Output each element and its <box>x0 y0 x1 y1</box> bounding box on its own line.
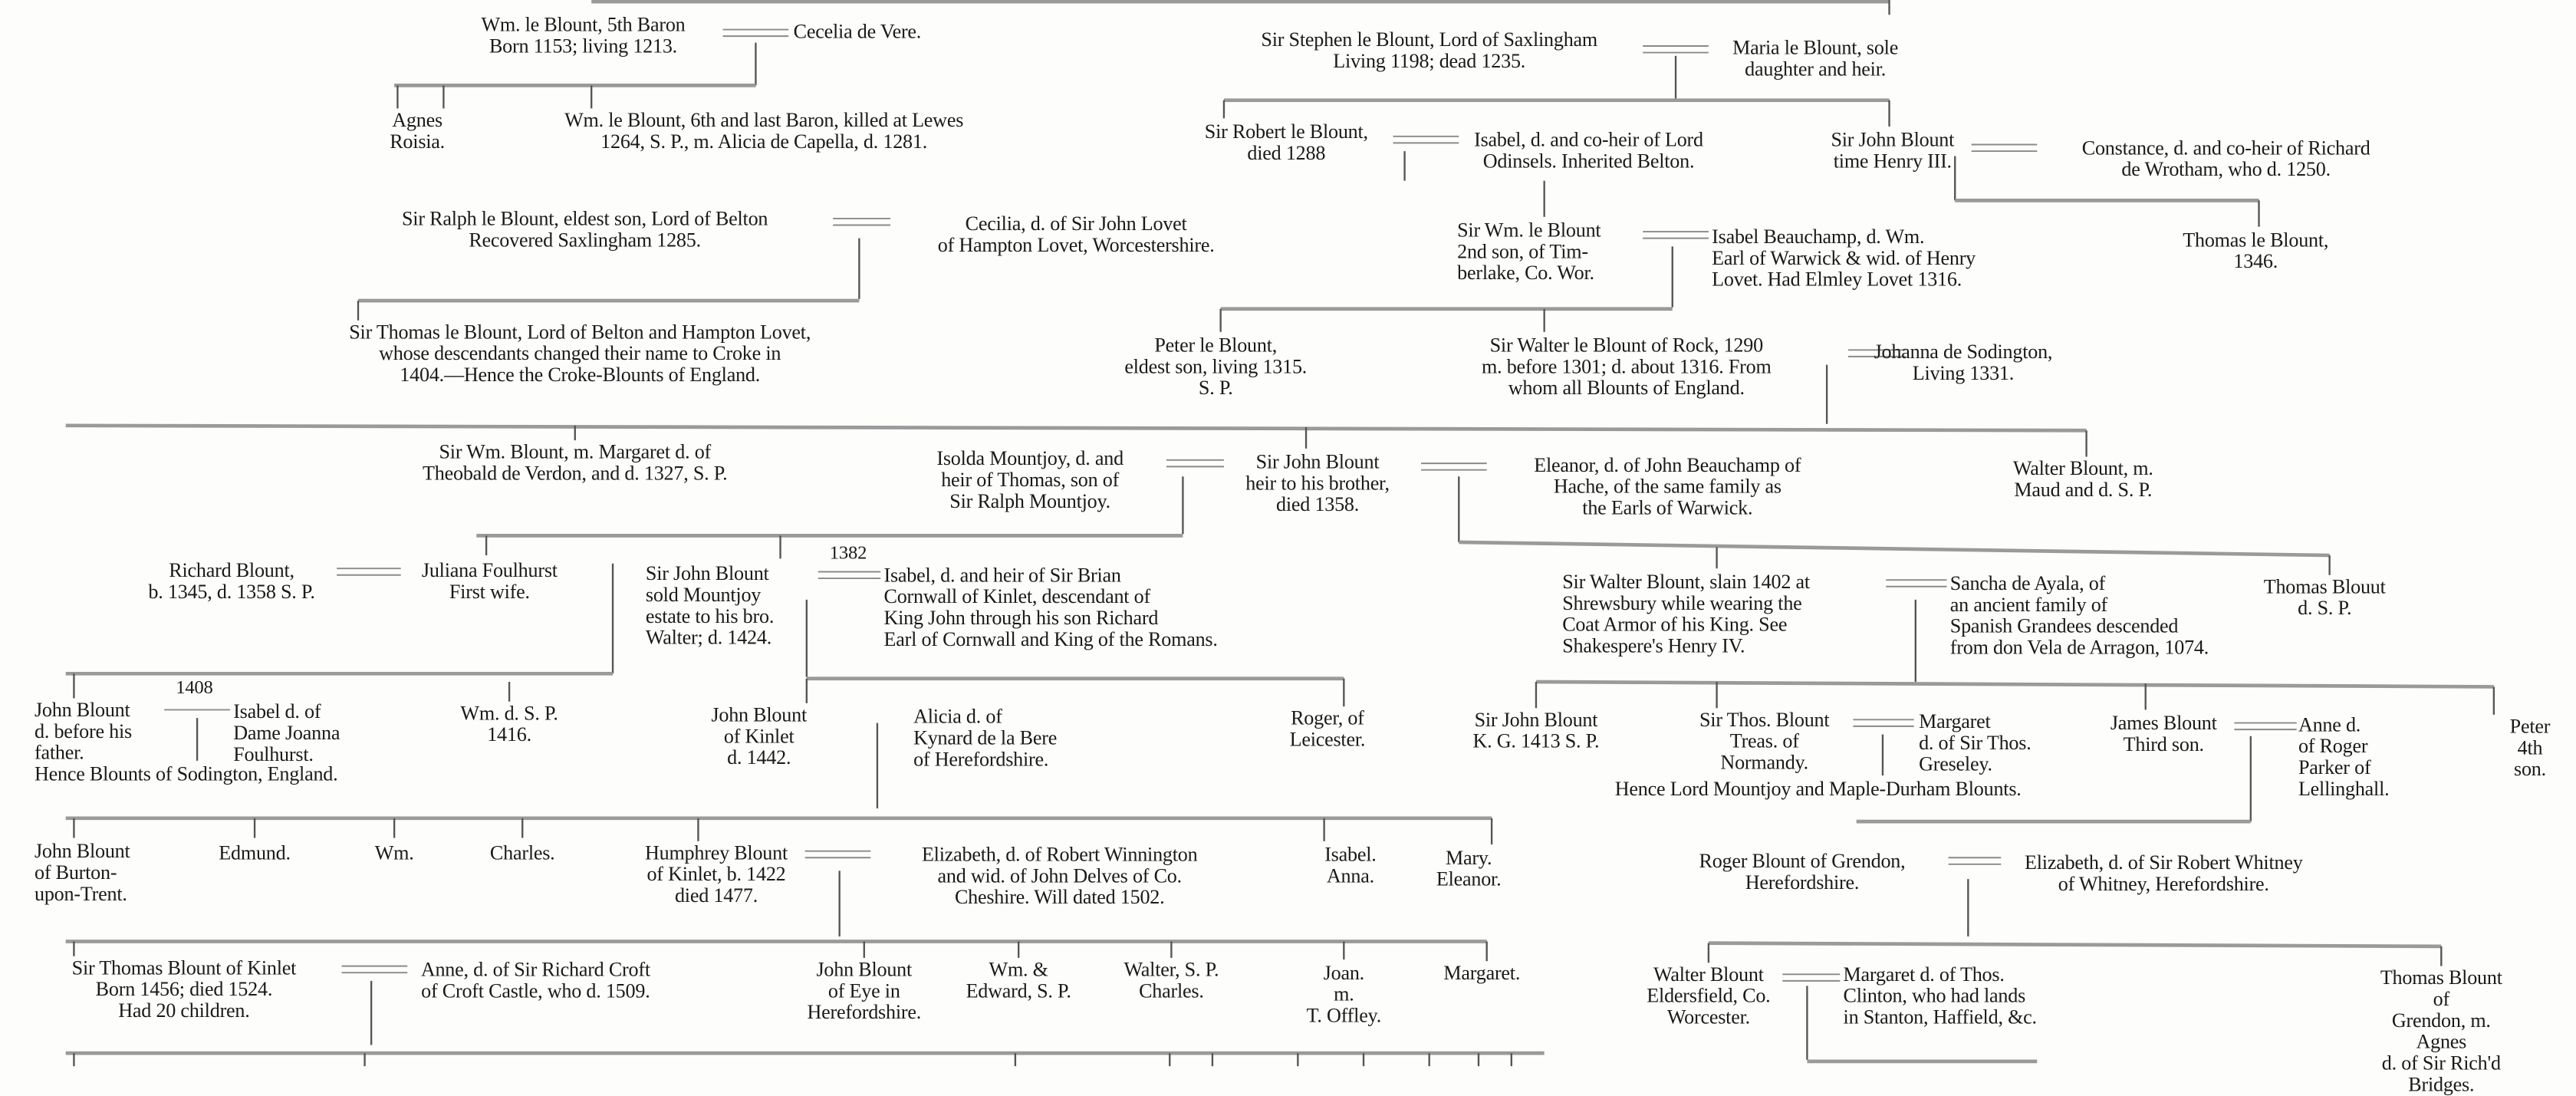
person-node: Sir Thomas Blount of Kinlet Born 1456; d… <box>71 956 297 1022</box>
person-node: John Blount of Burton- upon-Trent. <box>34 839 130 906</box>
person-node: Elizabeth, d. of Sir Robert Whitney of W… <box>2025 851 2303 896</box>
person-node: Sir Stephen le Blount, Lord of Saxlingha… <box>1261 28 1598 73</box>
person-node: Margaret d. of Sir Thos. Greseley. <box>1919 709 2032 776</box>
person-node: Sir Walter le Blount of Rock, 1290 m. be… <box>1481 333 1772 400</box>
person-node: Charles. <box>489 841 555 864</box>
person-node: Isabel, d. and co-heir of Lord Odinsels.… <box>1474 128 1703 173</box>
person-node: Isolda Mountjoy, d. and heir of Thomas, … <box>936 446 1124 513</box>
person-node: Elizabeth, d. of Robert Winnington and w… <box>921 842 1198 909</box>
person-node: Sancha de Ayala, of an ancient family of… <box>1949 571 2209 660</box>
person-node: John Blount of Eye in Herefordshire. <box>807 957 922 1024</box>
person-node: Joan. m. T. Offley. <box>1306 961 1382 1027</box>
person-node: Sir Thomas le Blount, Lord of Belton and… <box>349 320 811 387</box>
person-node: Wm. & Edward, S. P. <box>966 957 1071 1002</box>
person-node: Sir Wm. le Blount 2nd son, of Tim- berla… <box>1457 218 1601 285</box>
person-node: Isabel, d. and heir of Sir Brian Cornwal… <box>883 563 1218 651</box>
person-node: Walter, S. P. Charles. <box>1124 957 1219 1002</box>
person-node: James Blount Third son. <box>2110 711 2217 756</box>
person-node: Juliana Foulhurst First wife. <box>421 558 558 604</box>
year-label: 1382 <box>829 544 867 564</box>
person-node: Isabel Beauchamp, d. Wm. Earl of Warwick… <box>1712 225 1976 291</box>
person-node: Margaret d. of Thos. Clinton, who had la… <box>1843 963 2038 1029</box>
person-node: Sir John Blount heir to his brother, die… <box>1245 449 1390 516</box>
person-node: Agnes Roisia. <box>390 108 446 153</box>
person-node: Anne, d. of Sir Richard Croft of Croft C… <box>420 957 650 1002</box>
person-node: Sir Wm. Blount, m. Margaret d. of Theoba… <box>423 440 728 485</box>
person-node: Peter le Blount, eldest son, living 1315… <box>1124 333 1308 400</box>
person-node: Wm. d. S. P. 1416. <box>460 701 558 746</box>
year-label: 1408 <box>176 678 213 699</box>
person-node: John Blount d. before his father. Hence … <box>34 698 338 785</box>
person-node: Sir Ralph le Blount, eldest son, Lord of… <box>402 206 768 252</box>
person-node: Sir John Blount sold Mountjoy estate to … <box>645 561 775 650</box>
person-node: Peter 4th son. <box>2509 714 2551 781</box>
person-node: Thomas le Blount, 1346. <box>2183 228 2329 273</box>
person-node: Wm. le Blount, 6th and last Baron, kille… <box>564 108 964 153</box>
person-node: Sir Walter Blount, slain 1402 at Shrewsb… <box>1562 570 1810 657</box>
marriage-lines <box>164 28 2297 982</box>
person-node: Wm. <box>374 841 414 864</box>
person-node: Roger, of Leicester. <box>1289 706 1366 751</box>
person-node: Isabel d. of Dame Joanna Foulhurst. <box>233 699 341 766</box>
person-node: Constance, d. and co-heir of Richard de … <box>2081 136 2370 181</box>
person-node: Edmund. <box>219 841 291 864</box>
person-node: John Blount of Kinlet d. 1442. <box>711 703 807 769</box>
person-node: Walter Blount, m. Maud and d. S. P. <box>2012 456 2153 502</box>
person-node: Anne d. of Roger Parker of Lellinghall. <box>2298 713 2390 801</box>
person-node: Sir Thos. Blount Treas. of Normandy. <box>1699 708 1830 774</box>
person-node: Alicia d. of Kynard de la Bere of Herefo… <box>913 705 1058 771</box>
connector-lines <box>65 0 2495 1067</box>
person-node: Humphrey Blount of Kinlet, b. 1422 died … <box>644 841 788 907</box>
person-node: Thomas Blount of Grendon, m. Agnes d. of… <box>2380 966 2502 1096</box>
person-node: Margaret. <box>1443 961 1521 985</box>
person-node: Eleanor, d. of John Beauchamp of Hache, … <box>1534 453 1801 519</box>
person-node: Johanna de Sodington, Living 1331. <box>1874 340 2053 385</box>
person-node: Cecelia de Vere. <box>793 19 922 43</box>
person-node: Roger Blount of Grendon, Herefordshire. <box>1699 849 1906 894</box>
person-node: Mary. Eleanor. <box>1436 846 1502 891</box>
lineage-note: Hence Lord Mountjoy and Maple-Durham Blo… <box>1614 777 2022 801</box>
person-node: Maria le Blount, sole daughter and heir. <box>1732 36 1899 81</box>
person-node: Cecilia, d. of Sir John Lovet of Hampton… <box>937 212 1215 257</box>
person-node: Sir Robert le Blount, died 1288 <box>1204 120 1368 165</box>
person-node: Wm. le Blount, 5th Baron Born 1153; livi… <box>481 13 686 58</box>
person-node: Richard Blount, b. 1345, d. 1358 S. P. <box>148 558 315 604</box>
person-node: Sir John Blount K. G. 1413 S. P. <box>1472 708 1600 753</box>
person-node: Walter Blount Eldersfield, Co. Worcester… <box>1647 963 1771 1029</box>
genealogy-chart: Wm. le Blount, 5th Baron Born 1153; livi… <box>34 0 2551 1095</box>
person-node: Isabel. Anna. <box>1324 842 1377 887</box>
person-node: Thomas Blouut d. S. P. <box>2263 574 2386 620</box>
person-node: Sir John Blount time Henry III. <box>1831 128 1955 173</box>
